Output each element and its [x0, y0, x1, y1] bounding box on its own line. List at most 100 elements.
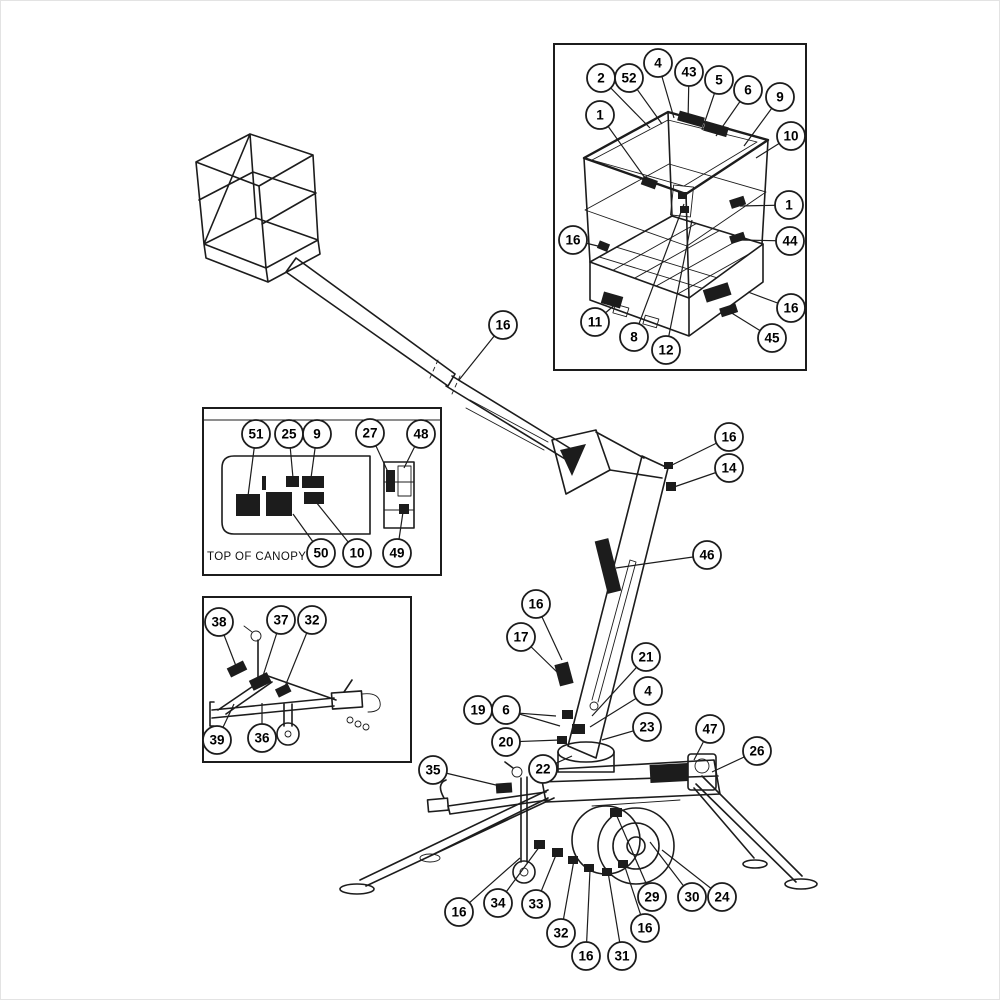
hitch-decal: [248, 672, 272, 691]
tow-bar: [439, 779, 549, 815]
callout-24: 24: [707, 882, 737, 912]
callout-circle: [506, 622, 536, 652]
callout-17: 17: [506, 622, 536, 652]
lift-cylinder: [591, 559, 637, 703]
callout-25: 25: [274, 419, 304, 449]
callout-48: 48: [406, 419, 436, 449]
callout-16: 16: [444, 897, 474, 927]
callout-number: 47: [702, 722, 717, 737]
callout-number: 8: [630, 330, 638, 345]
callout-2: 2: [586, 63, 616, 93]
callout-number: 30: [684, 890, 699, 905]
callout-16: 16: [714, 422, 744, 452]
callout-number: 22: [535, 762, 550, 777]
callout-34: 34: [483, 888, 513, 918]
callout-44: 44: [775, 226, 805, 256]
boom-elbow: [551, 429, 611, 495]
callout-number: 48: [413, 427, 429, 442]
callout-32: 32: [297, 605, 327, 635]
callout-circle: [266, 605, 296, 635]
callout-circle: [607, 941, 637, 971]
front-hub: [626, 836, 646, 856]
callout-number: 11: [588, 315, 603, 330]
console-decals: [678, 192, 689, 213]
callout-number: 50: [313, 546, 328, 561]
hitch-jockey-hub: [284, 730, 292, 738]
outrigger-foot: [419, 853, 441, 863]
callout-35: 35: [418, 755, 448, 785]
callout-16: 16: [776, 293, 806, 323]
callout-circle: [692, 540, 722, 570]
chassis-decal-26: [649, 763, 689, 783]
callout-number: 9: [776, 90, 784, 105]
cage-top-rim-inner: [591, 119, 758, 187]
callout-number: 37: [273, 613, 288, 628]
callout-number: 23: [639, 720, 655, 735]
callout-circle: [521, 889, 551, 919]
callout-27: 27: [355, 418, 385, 448]
callout-number: 10: [783, 129, 798, 144]
callout-circle: [241, 419, 271, 449]
callout-circle: [774, 190, 804, 220]
safety-chain-link: [354, 720, 362, 728]
callout-23: 23: [632, 712, 662, 742]
callout-circle: [558, 225, 588, 255]
callout-11: 11: [580, 307, 610, 337]
callout-16: 16: [488, 310, 518, 340]
callout-number: 12: [658, 343, 673, 358]
callout-circle: [633, 676, 663, 706]
callout-circle: [707, 882, 737, 912]
callout-number: 52: [621, 71, 636, 86]
fender: [591, 799, 681, 807]
callout-number: 31: [614, 949, 630, 964]
callout-number: 43: [681, 65, 697, 80]
safety-chain-link: [346, 716, 354, 724]
callout-circle: [776, 121, 806, 151]
callout-30: 30: [677, 882, 707, 912]
rail-decal: [729, 231, 746, 244]
callout-31: 31: [607, 941, 637, 971]
callout-circle: [571, 941, 601, 971]
callout-circle: [775, 226, 805, 256]
basket-inset: [553, 43, 807, 371]
callout-number: 1: [785, 198, 793, 213]
jockey-wheel: [512, 860, 536, 884]
callout-circle: [619, 322, 649, 352]
fork-pocket: [642, 314, 660, 329]
canopy-decals: [236, 470, 409, 516]
callout-19: 19: [463, 695, 493, 725]
cage-floor-rim: [589, 215, 764, 299]
front-rim: [612, 822, 660, 870]
callout-circle: [302, 419, 332, 449]
callout-1: 1: [774, 190, 804, 220]
basket-base: [589, 243, 764, 337]
callout-number: 17: [513, 630, 528, 645]
hitch-coupler-detail: [330, 690, 364, 710]
chassis: [539, 759, 721, 803]
callout-circle: [704, 65, 734, 95]
riser: [567, 455, 669, 759]
callout-52: 52: [614, 63, 644, 93]
callout-36: 36: [247, 723, 277, 753]
callout-9: 9: [302, 419, 332, 449]
power-unit-cap: [694, 758, 710, 774]
leader-line: [615, 813, 653, 898]
callout-circle: [733, 75, 763, 105]
callout-number: 21: [638, 650, 654, 665]
callout-number: 6: [502, 703, 510, 718]
callout-circle: [757, 323, 787, 353]
callout-number: 38: [211, 615, 227, 630]
callout-20: 20: [491, 727, 521, 757]
callout-45: 45: [757, 323, 787, 353]
callout-number: 49: [389, 546, 404, 561]
coupler-cup: [361, 693, 381, 713]
callout-number: 44: [782, 234, 798, 249]
front-tire: [597, 807, 675, 885]
leader-line: [615, 554, 708, 569]
callout-circle: [306, 538, 336, 568]
callout-16: 16: [630, 913, 660, 943]
callout-circle: [342, 538, 372, 568]
callout-circle: [631, 642, 661, 672]
